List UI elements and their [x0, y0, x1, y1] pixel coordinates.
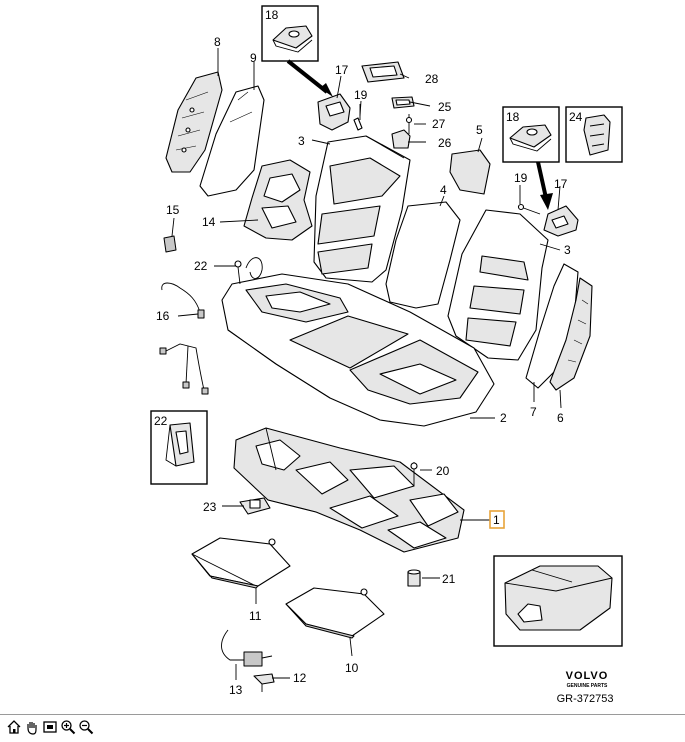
part-4-center-backrest — [385, 201, 461, 309]
part-21-grommet — [407, 569, 421, 587]
cable-harness — [159, 343, 209, 395]
label-8: 8 — [214, 35, 221, 49]
part-13-cable — [221, 629, 273, 667]
label-26: 26 — [438, 136, 452, 150]
label-13: 13 — [229, 683, 243, 697]
highlighted-part-1-callout[interactable]: 1 — [489, 510, 505, 529]
label-1[interactable]: 1 — [493, 513, 500, 527]
part-2-seat-cushion — [221, 273, 495, 427]
label-28: 28 — [425, 72, 439, 86]
label-17: 17 — [335, 63, 349, 77]
volvo-logo: VOLVO GENUINE PARTS — [566, 670, 609, 689]
home-icon[interactable] — [6, 719, 22, 735]
arrowhead-icon — [540, 193, 553, 210]
part-19-screw-right — [517, 203, 541, 215]
label-7: 7 — [530, 405, 537, 419]
label-12: 12 — [293, 671, 307, 685]
part-5-panel — [449, 149, 491, 195]
label-3: 3 — [298, 134, 305, 148]
diagram-reference: GR-372753 — [557, 693, 614, 705]
pointer-arrow-18-right — [536, 161, 548, 199]
label-25: 25 — [438, 100, 452, 114]
part-6-side-bracket — [549, 277, 593, 391]
parts-diagram: 18 8 9 17 28 19 25 27 26 3 5 18 24 4 19 … — [150, 5, 623, 705]
label-20: 20 — [436, 464, 450, 478]
inset-box-18-top — [261, 5, 319, 62]
label-5: 5 — [476, 123, 483, 137]
leader-lines — [171, 48, 562, 680]
label-14: 14 — [202, 215, 216, 229]
label-11: 11 — [249, 609, 262, 623]
inset-box-24 — [565, 106, 623, 163]
part-17-hinge-top — [317, 93, 351, 131]
part-9-side-trim — [199, 85, 265, 197]
arrowhead-icon — [320, 83, 333, 97]
fit-page-icon[interactable] — [42, 719, 58, 735]
label-3-right: 3 — [564, 243, 571, 257]
part-3-backrest-right — [447, 209, 549, 361]
label-19: 19 — [354, 88, 368, 102]
part-8-side-bracket — [165, 71, 223, 173]
part-14-backrest-frame — [243, 159, 313, 241]
part-17-hinge-right — [543, 205, 579, 237]
label-16: 16 — [156, 309, 170, 323]
part-1-seat-frame — [233, 427, 465, 553]
label-6: 6 — [557, 411, 564, 425]
pan-hand-icon[interactable] — [24, 719, 40, 735]
part-25-cover — [391, 96, 415, 109]
highlight-box[interactable] — [489, 510, 505, 529]
part-23-connector — [239, 497, 271, 515]
label-24: 24 — [569, 110, 583, 124]
label-22-inset: 22 — [154, 414, 168, 428]
part-10-lower-panel — [285, 587, 385, 639]
label-2: 2 — [500, 411, 507, 425]
label-9: 9 — [250, 51, 257, 65]
label-21: 21 — [442, 572, 456, 586]
brand-name: VOLVO — [566, 670, 609, 682]
viewer-toolbar — [0, 714, 685, 742]
part-15-clip — [163, 235, 177, 253]
part-22-wire — [234, 257, 263, 285]
part-12-clip — [253, 673, 275, 692]
zoom-in-icon[interactable] — [60, 719, 76, 735]
part-7-side-trim — [525, 263, 579, 389]
label-19-right: 19 — [514, 171, 528, 185]
part-26-clip — [391, 129, 411, 149]
label-18-right: 18 — [506, 110, 520, 124]
part-20-screw — [410, 462, 418, 486]
exploded-view-drawing: 18 8 9 17 28 19 25 27 26 3 5 18 24 4 19 … — [150, 5, 623, 705]
label-23: 23 — [203, 500, 217, 514]
zoom-out-icon[interactable] — [78, 719, 94, 735]
label-17-right: 17 — [554, 177, 568, 191]
inset-box-22 — [150, 410, 208, 485]
part-28-cover — [361, 61, 405, 83]
part-11-lower-panel — [191, 537, 291, 589]
label-27: 27 — [432, 117, 446, 131]
inset-box-armrest — [493, 555, 623, 647]
label-22: 22 — [194, 259, 208, 273]
part-27-screw — [405, 114, 413, 134]
label-10: 10 — [345, 661, 359, 675]
inset-box-18-right — [502, 106, 560, 163]
part-number-labels: 18 8 9 17 28 19 25 27 26 3 5 18 24 4 19 … — [154, 8, 583, 697]
label-4: 4 — [440, 183, 447, 197]
part-3-backrest-left — [313, 135, 411, 283]
label-15: 15 — [166, 203, 180, 217]
pointer-arrow-18-top — [286, 59, 329, 94]
brand-subtitle: GENUINE PARTS — [567, 683, 608, 689]
label-18: 18 — [265, 8, 279, 22]
